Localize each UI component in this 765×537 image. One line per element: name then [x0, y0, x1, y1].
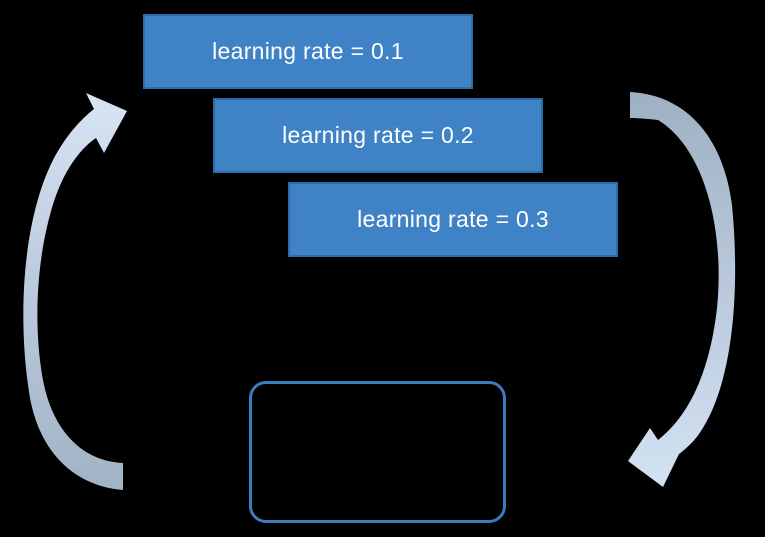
- stage-box-learning-rate-1: learning rate = 0.1: [143, 14, 473, 89]
- stage-box-label: learning rate = 0.2: [282, 122, 474, 148]
- result-box: [249, 381, 506, 523]
- stage-box-learning-rate-2: learning rate = 0.2: [213, 98, 543, 173]
- curved-arrow-down-left-icon: [628, 92, 736, 487]
- stage-box-label: learning rate = 0.1: [212, 38, 404, 64]
- stage-box-learning-rate-3: learning rate = 0.3: [288, 182, 618, 257]
- curved-arrow-up-right-icon: [23, 93, 127, 490]
- stage-box-label: learning rate = 0.3: [357, 206, 549, 232]
